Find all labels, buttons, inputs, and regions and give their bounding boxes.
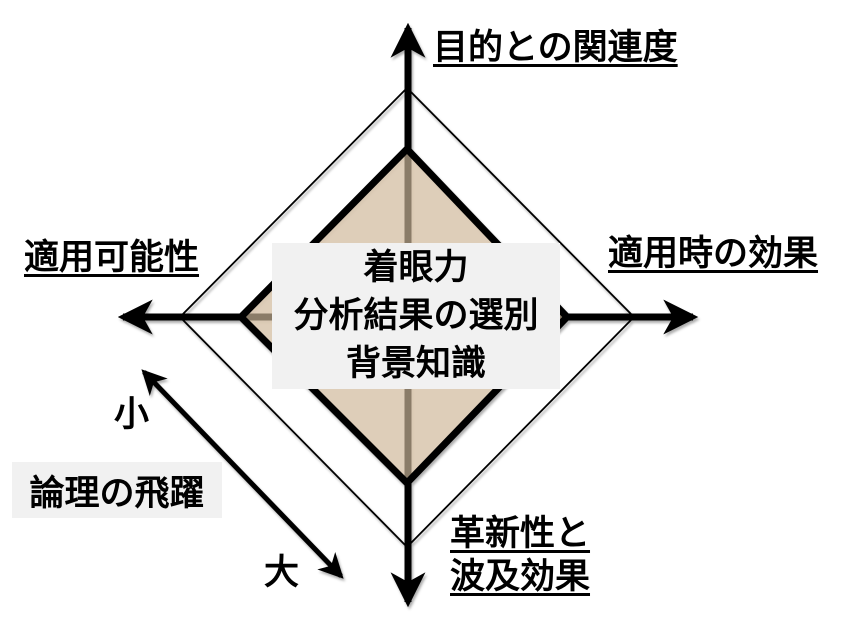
diagonal-scale-arrow bbox=[141, 369, 344, 579]
axis-label-top: 目的との関連度 bbox=[433, 28, 678, 67]
axis-label-left: 適用可能性 bbox=[24, 238, 200, 277]
axis-label-bottom: 革新性と 波及効果 bbox=[450, 514, 591, 596]
scale-large-label: 大 bbox=[264, 553, 300, 592]
scale-small-label: 小 bbox=[114, 395, 150, 434]
outer-diamond bbox=[178, 86, 636, 549]
logic-leap-label-box: 論理の飛躍 bbox=[12, 462, 222, 518]
center-text-box: 着眼力 分析結果の選別 背景知識 bbox=[272, 243, 560, 389]
axis-label-right: 適用時の効果 bbox=[608, 234, 819, 273]
